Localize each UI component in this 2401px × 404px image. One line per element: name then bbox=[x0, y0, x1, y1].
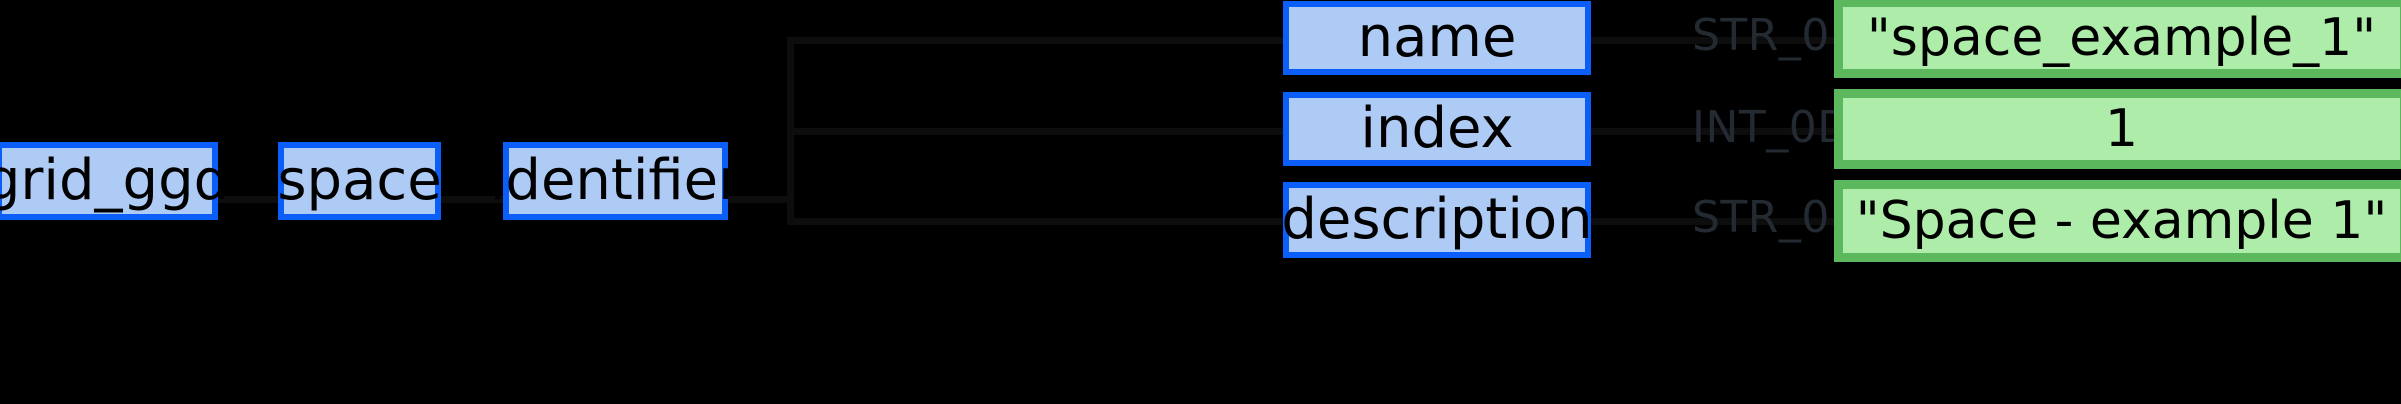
node-name-value[interactable]: "space_example_1" bbox=[1834, 0, 2401, 78]
node-name-label: name bbox=[1357, 5, 1517, 70]
node-description-value-label: "Space - example 1" bbox=[1855, 191, 2388, 251]
node-index-label: index bbox=[1360, 96, 1514, 161]
node-identifier-label: identifier bbox=[489, 148, 742, 213]
node-space-label: space bbox=[277, 148, 442, 213]
type-tag-index: INT_0D bbox=[1692, 104, 1852, 152]
node-identifier[interactable]: identifier bbox=[490, 142, 741, 220]
link-branch-index bbox=[787, 128, 1283, 135]
link-branch-description bbox=[787, 218, 1283, 225]
node-description-label: description bbox=[1281, 187, 1593, 252]
node-grid-ggd-label: grid_ggd bbox=[0, 148, 230, 213]
node-index-value[interactable]: 1 bbox=[1834, 89, 2401, 169]
link-space-identifier bbox=[440, 196, 503, 203]
node-name-value-label: "space_example_1" bbox=[1866, 8, 2377, 68]
node-index[interactable]: index bbox=[1283, 92, 1591, 166]
link-identifier-branch bbox=[727, 196, 787, 203]
node-description[interactable]: description bbox=[1281, 182, 1593, 258]
link-gridggd-space bbox=[218, 196, 278, 203]
node-name[interactable]: name bbox=[1283, 1, 1591, 75]
link-name-value bbox=[1590, 37, 1835, 44]
link-index-value bbox=[1590, 128, 1835, 135]
node-space[interactable]: space bbox=[277, 142, 442, 220]
link-branch-name bbox=[787, 37, 1283, 44]
node-index-value-label: 1 bbox=[2104, 99, 2139, 159]
node-description-value[interactable]: "Space - example 1" bbox=[1834, 180, 2401, 262]
link-description-value bbox=[1590, 218, 1835, 225]
type-tag-index-text: INT_0D bbox=[1692, 102, 1852, 153]
node-grid-ggd[interactable]: grid_ggd bbox=[0, 142, 229, 220]
